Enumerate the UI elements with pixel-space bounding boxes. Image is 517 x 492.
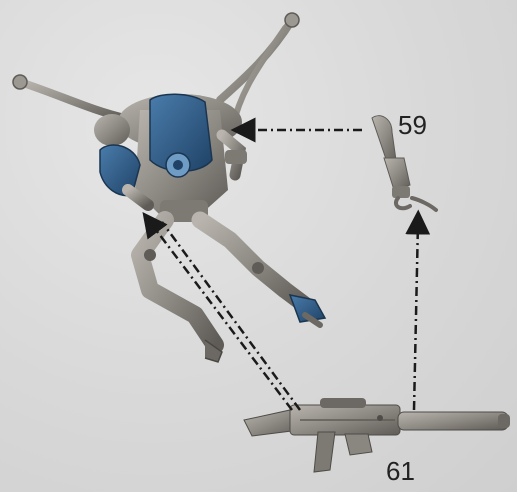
arrow-61-to-left-hand [150, 222, 292, 410]
part-number-61: 61 [386, 456, 415, 487]
part-number-59: 59 [398, 110, 427, 141]
arrow-61-to-59 [414, 222, 418, 410]
robot-figure-icon [13, 13, 325, 362]
rifle-part-icon [244, 398, 510, 472]
